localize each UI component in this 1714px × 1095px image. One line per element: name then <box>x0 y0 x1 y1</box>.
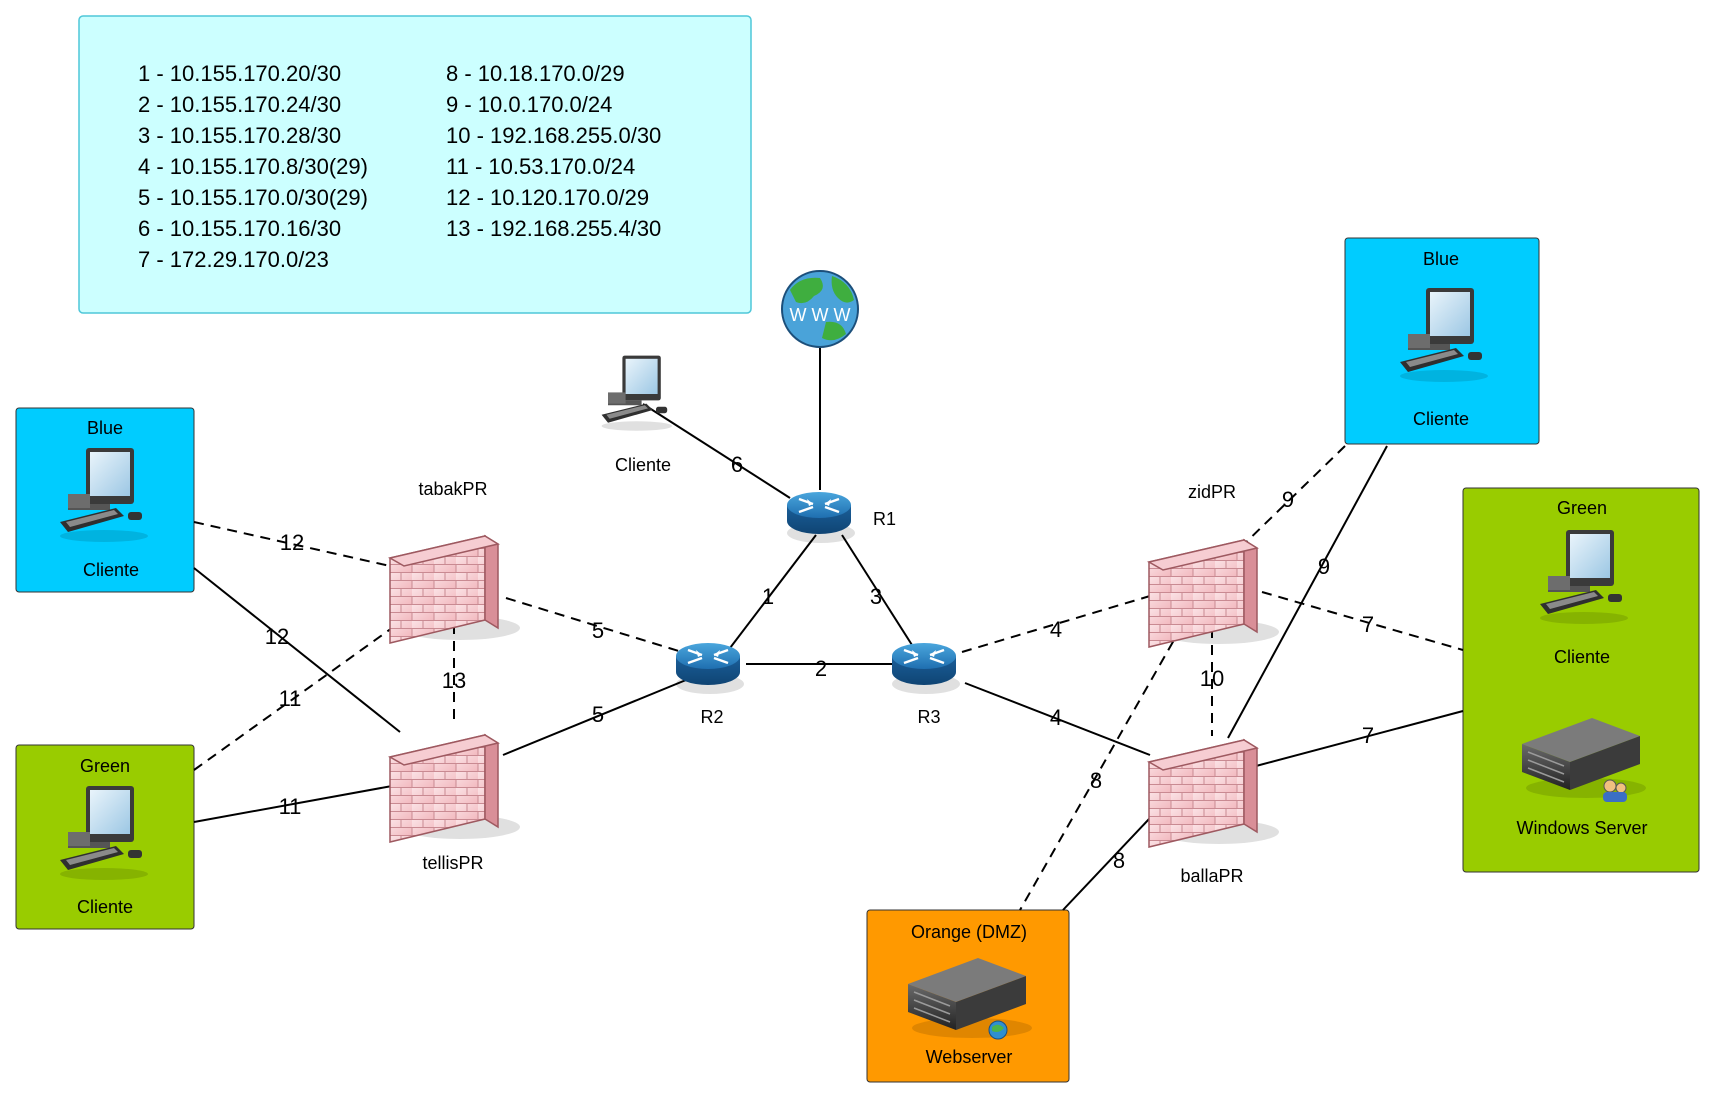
zone-title: Blue <box>1423 249 1459 269</box>
firewall-icon <box>389 535 521 644</box>
legend-item: 9 - 10.0.170.0/24 <box>446 92 612 117</box>
link-label: 2 <box>815 656 827 681</box>
legend-item: 5 - 10.155.170.0/30(29) <box>138 185 368 210</box>
link-label: 6 <box>731 452 743 477</box>
link-label: 9 <box>1318 554 1330 579</box>
legend-item: 12 - 10.120.170.0/29 <box>446 185 649 210</box>
firewall-zidpr[interactable]: zidPR <box>1148 482 1280 648</box>
link-6 <box>642 403 791 499</box>
router-label: R3 <box>917 707 940 727</box>
firewall-icon <box>389 734 521 843</box>
legend-item: 4 - 10.155.170.8/30(29) <box>138 154 368 179</box>
firewall-tabakpr[interactable]: tabakPR <box>389 479 521 644</box>
link-label: 7 <box>1362 723 1374 748</box>
links <box>193 345 1464 911</box>
server-label: Windows Server <box>1516 818 1647 838</box>
client-label: Cliente <box>77 897 133 917</box>
legend-item: 7 - 172.29.170.0/23 <box>138 247 329 272</box>
zone-blue-left: Blue Cliente <box>15 407 195 593</box>
link-label: 5 <box>592 702 604 727</box>
link-label: 10 <box>1200 666 1224 691</box>
link-11-dash <box>193 627 393 771</box>
link-1 <box>729 534 817 649</box>
link-5-solid <box>502 679 687 756</box>
server-label: Webserver <box>926 1047 1013 1067</box>
zone-title: Green <box>80 756 130 776</box>
client-label: Cliente <box>83 560 139 580</box>
firewall-label: tellisPR <box>422 853 483 873</box>
router-label: R2 <box>700 707 723 727</box>
router-r3[interactable]: R3 <box>890 641 962 727</box>
link-label: 1 <box>762 584 774 609</box>
link-label: 5 <box>592 618 604 643</box>
link-7-solid <box>1255 710 1464 767</box>
legend-item: 3 - 10.155.170.28/30 <box>138 123 341 148</box>
zone-title: Green <box>1557 498 1607 518</box>
firewall-icon <box>1148 739 1280 848</box>
link-4-solid <box>964 682 1151 756</box>
users-icon <box>1603 779 1627 802</box>
link-9-solid <box>1227 445 1388 739</box>
router-icon <box>674 641 746 696</box>
zone-blue-right: Blue Cliente <box>1344 237 1540 445</box>
link-9-dash <box>1235 445 1346 553</box>
client-label: Cliente <box>1554 647 1610 667</box>
link-label: 9 <box>1282 487 1294 512</box>
firewall-tellispr[interactable]: tellisPR <box>389 734 521 873</box>
link-5-dash <box>505 597 683 653</box>
link-label: 8 <box>1090 768 1102 793</box>
legend-item: 11 - 10.53.170.0/24 <box>446 154 635 179</box>
link-label: 13 <box>442 668 466 693</box>
router-r2[interactable]: R2 <box>674 641 746 727</box>
legend-item: 1 - 10.155.170.20/30 <box>138 61 341 86</box>
firewall-label: ballaPR <box>1180 866 1243 886</box>
link-label: 4 <box>1050 705 1062 730</box>
router-label: R1 <box>873 509 896 529</box>
link-label: 4 <box>1050 617 1062 642</box>
link-label: 11 <box>279 686 302 711</box>
legend-item: 10 - 192.168.255.0/30 <box>446 123 661 148</box>
firewall-label: tabakPR <box>418 479 487 499</box>
zone-green-right-bg <box>1462 487 1700 873</box>
client-label: Cliente <box>1413 409 1469 429</box>
client-label: Cliente <box>615 455 671 475</box>
globe-www-icon: W W W <box>790 305 851 325</box>
link-8-dash <box>1019 611 1191 911</box>
link-7-dash <box>1261 591 1464 651</box>
zone-green-right: Green Cliente Windows Server <box>1462 487 1700 873</box>
legend-item: 8 - 10.18.170.0/29 <box>446 61 625 86</box>
legend-item: 6 - 10.155.170.16/30 <box>138 216 341 241</box>
zone-title: Blue <box>87 418 123 438</box>
legend-item: 13 - 192.168.255.4/30 <box>446 216 661 241</box>
link-3 <box>841 534 913 646</box>
legend-box: 1 - 10.155.170.20/30 2 - 10.155.170.24/3… <box>78 15 752 314</box>
zone-title: Orange (DMZ) <box>911 922 1027 942</box>
link-label: 7 <box>1362 612 1374 637</box>
legend-item: 2 - 10.155.170.24/30 <box>138 92 341 117</box>
client-top: Cliente <box>601 355 672 475</box>
zone-green-left: Green Cliente <box>15 744 195 930</box>
link-label: 11 <box>279 794 302 819</box>
internet-globe: W W W <box>781 270 859 348</box>
link-label: 12 <box>265 624 289 649</box>
link-11-solid <box>193 785 393 823</box>
computer-icon <box>601 355 672 431</box>
link-12-solid <box>193 567 401 733</box>
globe-small-icon <box>988 1020 1008 1040</box>
firewall-icon <box>1148 539 1280 648</box>
router-r1[interactable]: R1 <box>785 490 896 545</box>
zone-orange: Orange (DMZ) Webserver <box>866 909 1070 1083</box>
firewall-label: zidPR <box>1188 482 1236 502</box>
firewall-ballapr[interactable]: ballaPR <box>1148 739 1280 886</box>
link-label: 12 <box>280 530 304 555</box>
link-label: 3 <box>870 584 882 609</box>
link-labels: 6 1 3 2 5 5 4 4 12 12 11 11 13 10 9 9 7 … <box>265 452 1374 873</box>
router-icon <box>785 490 857 545</box>
router-icon <box>890 641 962 696</box>
link-label: 8 <box>1113 848 1125 873</box>
